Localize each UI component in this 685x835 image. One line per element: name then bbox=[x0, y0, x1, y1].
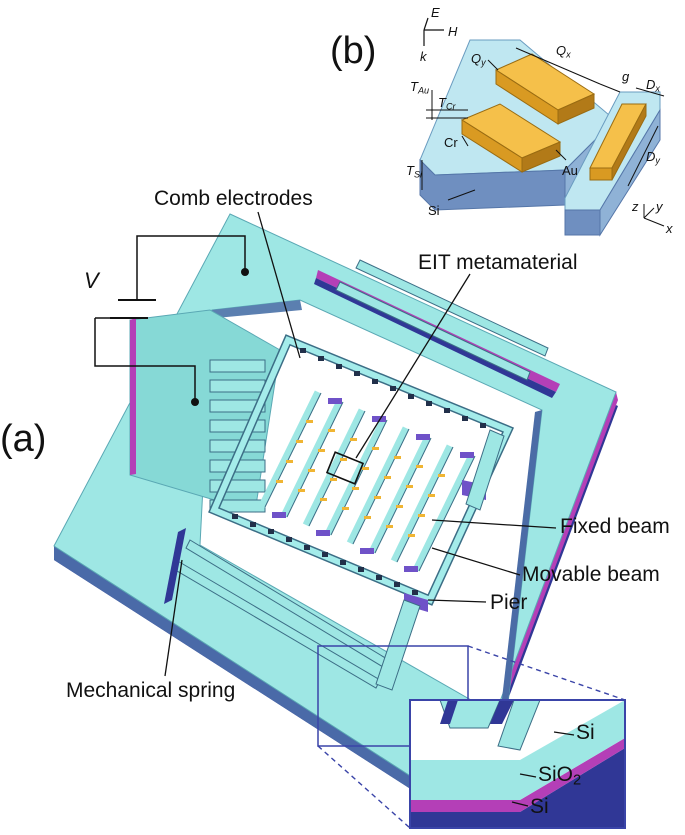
axis-k-label: k bbox=[420, 49, 427, 64]
t-au-sub: Au bbox=[417, 85, 430, 96]
dx-label: Dx bbox=[646, 78, 660, 93]
t-cr-sub: Cr bbox=[445, 101, 456, 112]
inset-si-top-label: Si bbox=[576, 721, 595, 744]
si-label: Si bbox=[428, 203, 440, 218]
inset-sio2-main: SiO bbox=[538, 763, 574, 786]
spring-gap-wall bbox=[164, 528, 186, 604]
eit-metamaterial-label: EIT metamaterial bbox=[418, 251, 578, 274]
qx-sub: x bbox=[566, 49, 571, 60]
field-axes bbox=[423, 17, 444, 46]
axis-h-label: H bbox=[448, 24, 458, 39]
inset-cross-section bbox=[410, 700, 625, 828]
mechanical-springs bbox=[171, 259, 549, 691]
inset-sio2-label: SiO2 bbox=[538, 764, 581, 788]
dy-sub: y bbox=[655, 155, 660, 166]
qx-main: Q bbox=[556, 43, 567, 58]
gold-bar-3-end bbox=[611, 103, 647, 181]
t-si-label: TSi bbox=[406, 164, 422, 179]
dx-main: D bbox=[646, 77, 656, 92]
t-si-main: T bbox=[406, 163, 414, 178]
chip-side-wall bbox=[54, 546, 462, 822]
pier-label: Pier bbox=[490, 591, 528, 614]
gold-bar-3-front bbox=[589, 167, 613, 181]
qx-label: Qx bbox=[556, 44, 571, 59]
dx-sub: x bbox=[655, 83, 660, 94]
t-cr-main: T bbox=[438, 95, 446, 110]
terminal-dot-top bbox=[241, 268, 249, 276]
t-cr-label: TCr bbox=[438, 96, 456, 111]
t-au-label: TAu bbox=[410, 80, 429, 95]
frame-holes bbox=[232, 348, 486, 595]
panel-a-label: (a) bbox=[0, 418, 47, 460]
qy-main: Q bbox=[471, 51, 482, 66]
movable-beam-label: Movable beam bbox=[522, 563, 660, 586]
eit-marker-box bbox=[325, 451, 365, 485]
gap-label: g bbox=[622, 69, 630, 84]
inset-sio2-sub: 2 bbox=[573, 772, 582, 789]
inset-si-bottom-label: Si bbox=[530, 795, 549, 818]
unit-cell-illustration bbox=[419, 17, 665, 237]
electrode-pad-wall bbox=[130, 318, 136, 475]
dy-label: Dy bbox=[646, 150, 660, 165]
au-label: Au bbox=[562, 163, 578, 178]
axis-z-label: z bbox=[632, 199, 639, 214]
t-au-main: T bbox=[410, 79, 418, 94]
fixed-beam-label: Fixed beam bbox=[560, 515, 670, 538]
inset-frame bbox=[409, 699, 626, 829]
voltage-label: V bbox=[84, 268, 99, 293]
zoom-source-box bbox=[317, 645, 469, 747]
zoom-lines bbox=[317, 645, 626, 829]
xyz-axes bbox=[643, 204, 665, 227]
si-strip-2-right bbox=[599, 108, 661, 237]
axis-y-label: y bbox=[656, 199, 663, 214]
panel-b-label: (b) bbox=[330, 30, 377, 72]
metamaterial-array bbox=[258, 390, 476, 572]
mechanical-spring-label: Mechanical spring bbox=[66, 679, 236, 702]
si-strip-2-side bbox=[564, 209, 601, 236]
comb-electrodes-label: Comb electrodes bbox=[154, 187, 313, 210]
gold-bar-2-end bbox=[521, 141, 561, 173]
axis-x-label: x bbox=[666, 221, 673, 236]
t-si-sub: Si bbox=[413, 169, 423, 180]
qy-label: Qy bbox=[471, 52, 486, 67]
cavity-shadow bbox=[212, 300, 302, 318]
terminal-dot-bottom bbox=[191, 398, 199, 406]
gold-bar-1-end bbox=[557, 93, 595, 125]
inset-leaders bbox=[511, 731, 575, 807]
cr-label: Cr bbox=[444, 135, 458, 150]
dy-main: D bbox=[646, 149, 656, 164]
qy-sub: y bbox=[481, 57, 486, 68]
axis-e-label: E bbox=[431, 5, 440, 20]
dimension-marks bbox=[421, 47, 665, 201]
pier-block-lower bbox=[404, 593, 428, 612]
leader-lines bbox=[164, 211, 557, 677]
voltage-circuit bbox=[94, 235, 246, 402]
cavity-wall bbox=[500, 410, 542, 720]
